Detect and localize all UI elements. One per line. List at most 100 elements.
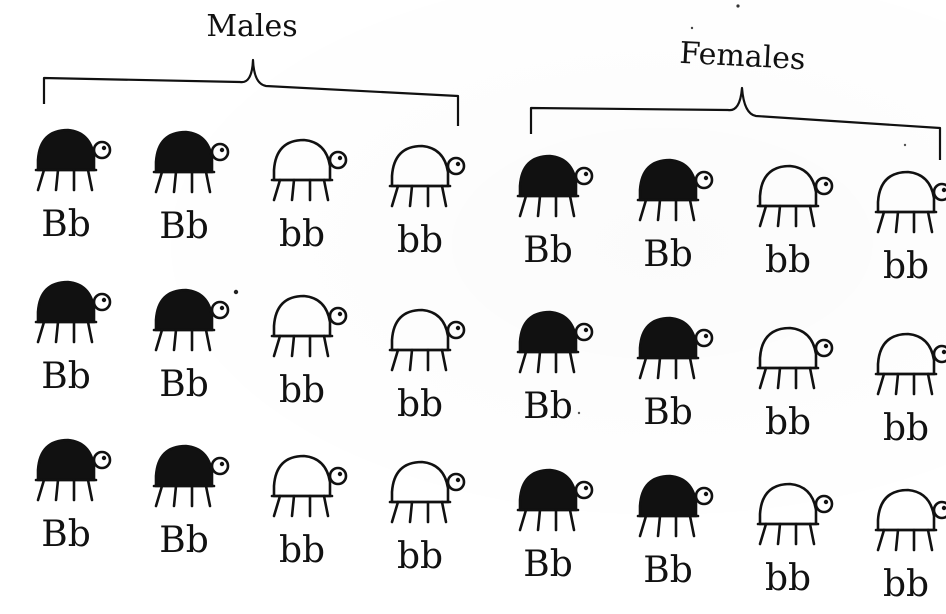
beetle-pupil (583, 171, 589, 177)
beetle-leg (290, 494, 296, 518)
beetle-leg (518, 350, 528, 374)
scan-speck (736, 4, 740, 8)
beetle-leg (172, 170, 178, 194)
beetle-leg (568, 194, 576, 218)
beetle-pupil (823, 499, 829, 505)
beetle-shell (272, 294, 332, 338)
scan-speck (233, 289, 239, 295)
beetle-eye (446, 320, 466, 340)
white-beetle-icon (756, 326, 834, 390)
beetle-leg (568, 508, 576, 532)
beetle-eye (328, 466, 348, 486)
scan-speck (690, 26, 694, 30)
beetle-shell (390, 144, 450, 188)
beetle-leg (656, 514, 662, 538)
beetle-eye (814, 338, 834, 358)
beetle-leg (408, 348, 414, 372)
beetle-pupil (337, 311, 343, 317)
beetle-leg (758, 522, 768, 546)
genotype-label: bb (883, 408, 929, 449)
beetle-leg (322, 334, 330, 358)
beetle-leg (638, 514, 648, 538)
genotype-label: bb (883, 564, 929, 605)
males-bracket (42, 58, 460, 126)
genotype-label: bb (279, 214, 325, 255)
white-beetle-icon (388, 144, 466, 208)
genotype-label: Bb (159, 520, 209, 561)
beetle-eye (694, 328, 714, 348)
beetle-leg (54, 168, 60, 192)
beetle-leg (638, 198, 648, 222)
beetle-pupil (219, 305, 225, 311)
beetle-eye (92, 292, 112, 312)
beetle-pupil (455, 477, 461, 483)
beetle-eye (446, 472, 466, 492)
beetle-leg (926, 372, 934, 396)
beetle-leg (54, 478, 60, 502)
genotype-label: Bb (643, 550, 693, 591)
beetle-shell (154, 130, 214, 174)
genotype-label: bb (765, 558, 811, 599)
females-bracket (529, 86, 942, 160)
white-beetle-icon (756, 482, 834, 546)
beetle-leg (876, 372, 886, 396)
beetle-shell (876, 332, 936, 376)
beetle-shell (758, 164, 818, 208)
beetle-eye (574, 480, 594, 500)
beetle-shell (518, 310, 578, 354)
black-beetle-icon (636, 158, 714, 222)
beetle-leg (322, 178, 330, 202)
beetle-leg (154, 170, 164, 194)
black-beetle-icon (516, 310, 594, 374)
black-beetle-icon (152, 288, 230, 352)
beetle-leg (876, 210, 886, 234)
beetle-shell (638, 158, 698, 202)
beetle-leg (518, 508, 528, 532)
genotype-label: bb (883, 246, 929, 287)
beetle-eye (574, 322, 594, 342)
beetle-pupil (455, 325, 461, 331)
beetle-leg (36, 320, 46, 344)
beetle-shell (154, 444, 214, 488)
beetle-pupil (337, 155, 343, 161)
beetle-leg (656, 356, 662, 380)
beetle-leg (536, 350, 542, 374)
beetle-leg (758, 366, 768, 390)
beetle-eye (328, 150, 348, 170)
white-beetle-icon (388, 308, 466, 372)
beetle-leg (926, 210, 934, 234)
beetle-eye (210, 142, 230, 162)
beetle-leg (172, 484, 178, 508)
black-beetle-icon (636, 316, 714, 380)
beetle-eye (574, 166, 594, 186)
beetle-leg (808, 366, 816, 390)
genotype-label: Bb (523, 386, 573, 427)
white-beetle-icon (270, 454, 348, 518)
beetle-leg (808, 522, 816, 546)
black-beetle-icon (152, 444, 230, 508)
black-beetle-icon (516, 468, 594, 532)
beetle-shell (36, 280, 96, 324)
beetle-eye (814, 176, 834, 196)
beetle-shell (36, 128, 96, 172)
beetle-eye (932, 500, 946, 520)
genotype-label: Bb (159, 364, 209, 405)
beetle-pupil (219, 461, 225, 467)
beetle-pupil (337, 471, 343, 477)
black-beetle-icon (516, 154, 594, 218)
beetle-shell (638, 316, 698, 360)
genotype-label: bb (397, 384, 443, 425)
black-beetle-icon (34, 280, 112, 344)
beetle-leg (408, 184, 414, 208)
beetle-leg (808, 204, 816, 228)
genotype-label: Bb (159, 206, 209, 247)
beetle-pupil (941, 349, 946, 355)
white-beetle-icon (874, 488, 946, 552)
beetle-leg (776, 522, 782, 546)
beetle-leg (390, 500, 400, 524)
beetle-eye (328, 306, 348, 326)
genotype-label: bb (279, 370, 325, 411)
beetle-leg (536, 508, 542, 532)
black-beetle-icon (152, 130, 230, 194)
white-beetle-icon (270, 294, 348, 358)
